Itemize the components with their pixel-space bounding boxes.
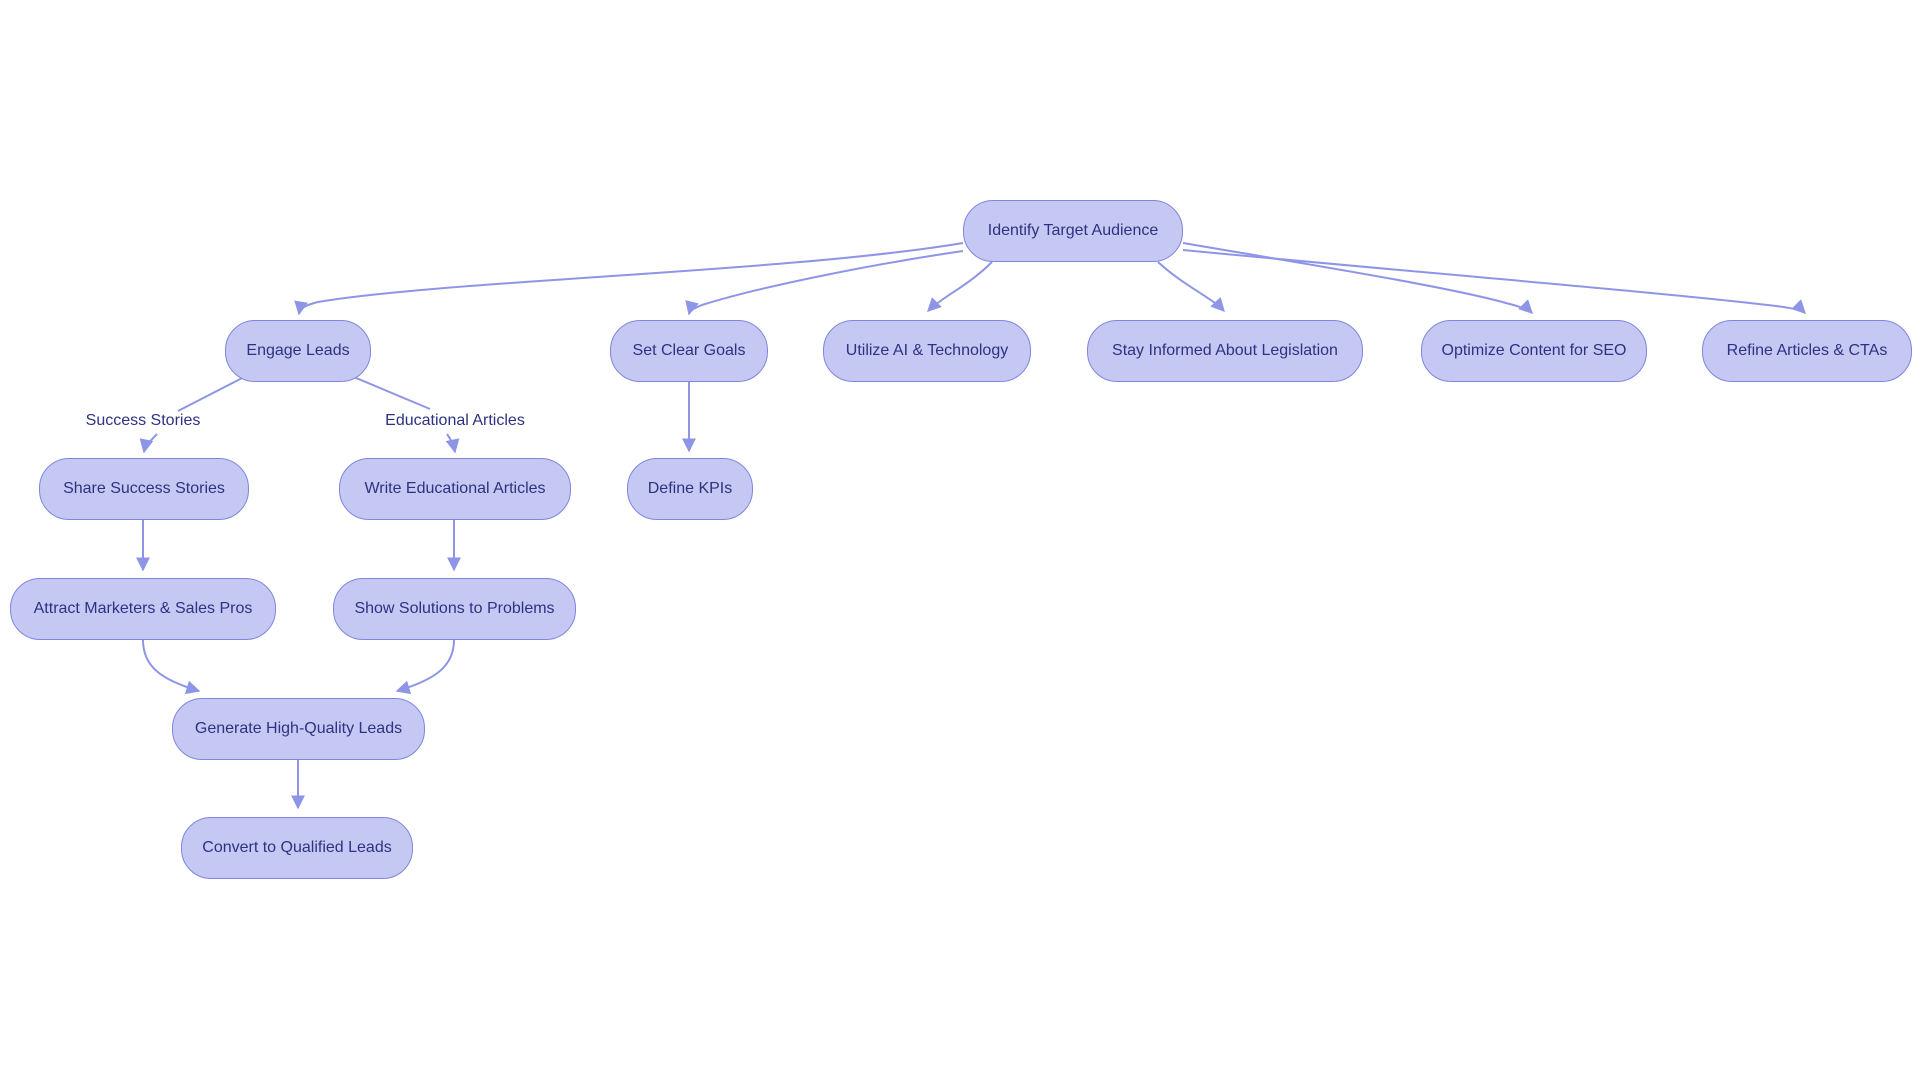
node-attract-marketers-sales-pros: Attract Marketers & Sales Pros: [10, 578, 276, 640]
node-write-educational-articles: Write Educational Articles: [339, 458, 571, 520]
edge-label-educational-articles: Educational Articles: [383, 412, 527, 430]
node-generate-high-quality-leads: Generate High-Quality Leads: [172, 698, 425, 760]
node-refine-articles-ctas: Refine Articles & CTAs: [1702, 320, 1912, 382]
node-share-success-stories: Share Success Stories: [39, 458, 249, 520]
edge-solutions-to-generate: [395, 639, 455, 695]
edge-engage-to-write-b: [445, 433, 460, 454]
node-show-solutions-problems: Show Solutions to Problems: [333, 578, 576, 640]
node-engage-leads: Engage Leads: [225, 320, 371, 382]
node-convert-to-qualified-leads: Convert to Qualified Leads: [181, 817, 413, 879]
node-optimize-content-seo: Optimize Content for SEO: [1421, 320, 1647, 382]
edge-engage-to-share-b: [139, 433, 158, 454]
edge-identify-to-engage: [294, 242, 964, 316]
edge-engage-to-write-a: [348, 374, 431, 410]
edge-identify-to-seo: [1182, 242, 1533, 314]
edge-identify-to-goals: [685, 250, 964, 316]
node-set-clear-goals: Set Clear Goals: [610, 320, 768, 382]
node-identify-target-audience: Identify Target Audience: [963, 200, 1183, 262]
node-stay-informed-legislation: Stay Informed About Legislation: [1087, 320, 1363, 382]
edge-identify-to-refine: [1182, 249, 1806, 314]
node-define-kpis: Define KPIs: [627, 458, 753, 520]
edge-attract-to-generate: [142, 639, 201, 695]
edge-identify-to-ai: [927, 261, 993, 312]
edge-label-success-stories: Success Stories: [83, 412, 203, 430]
edge-identify-to-legislation: [1157, 261, 1225, 313]
edge-engage-to-share-a: [177, 374, 249, 412]
node-utilize-ai-technology: Utilize AI & Technology: [823, 320, 1031, 382]
